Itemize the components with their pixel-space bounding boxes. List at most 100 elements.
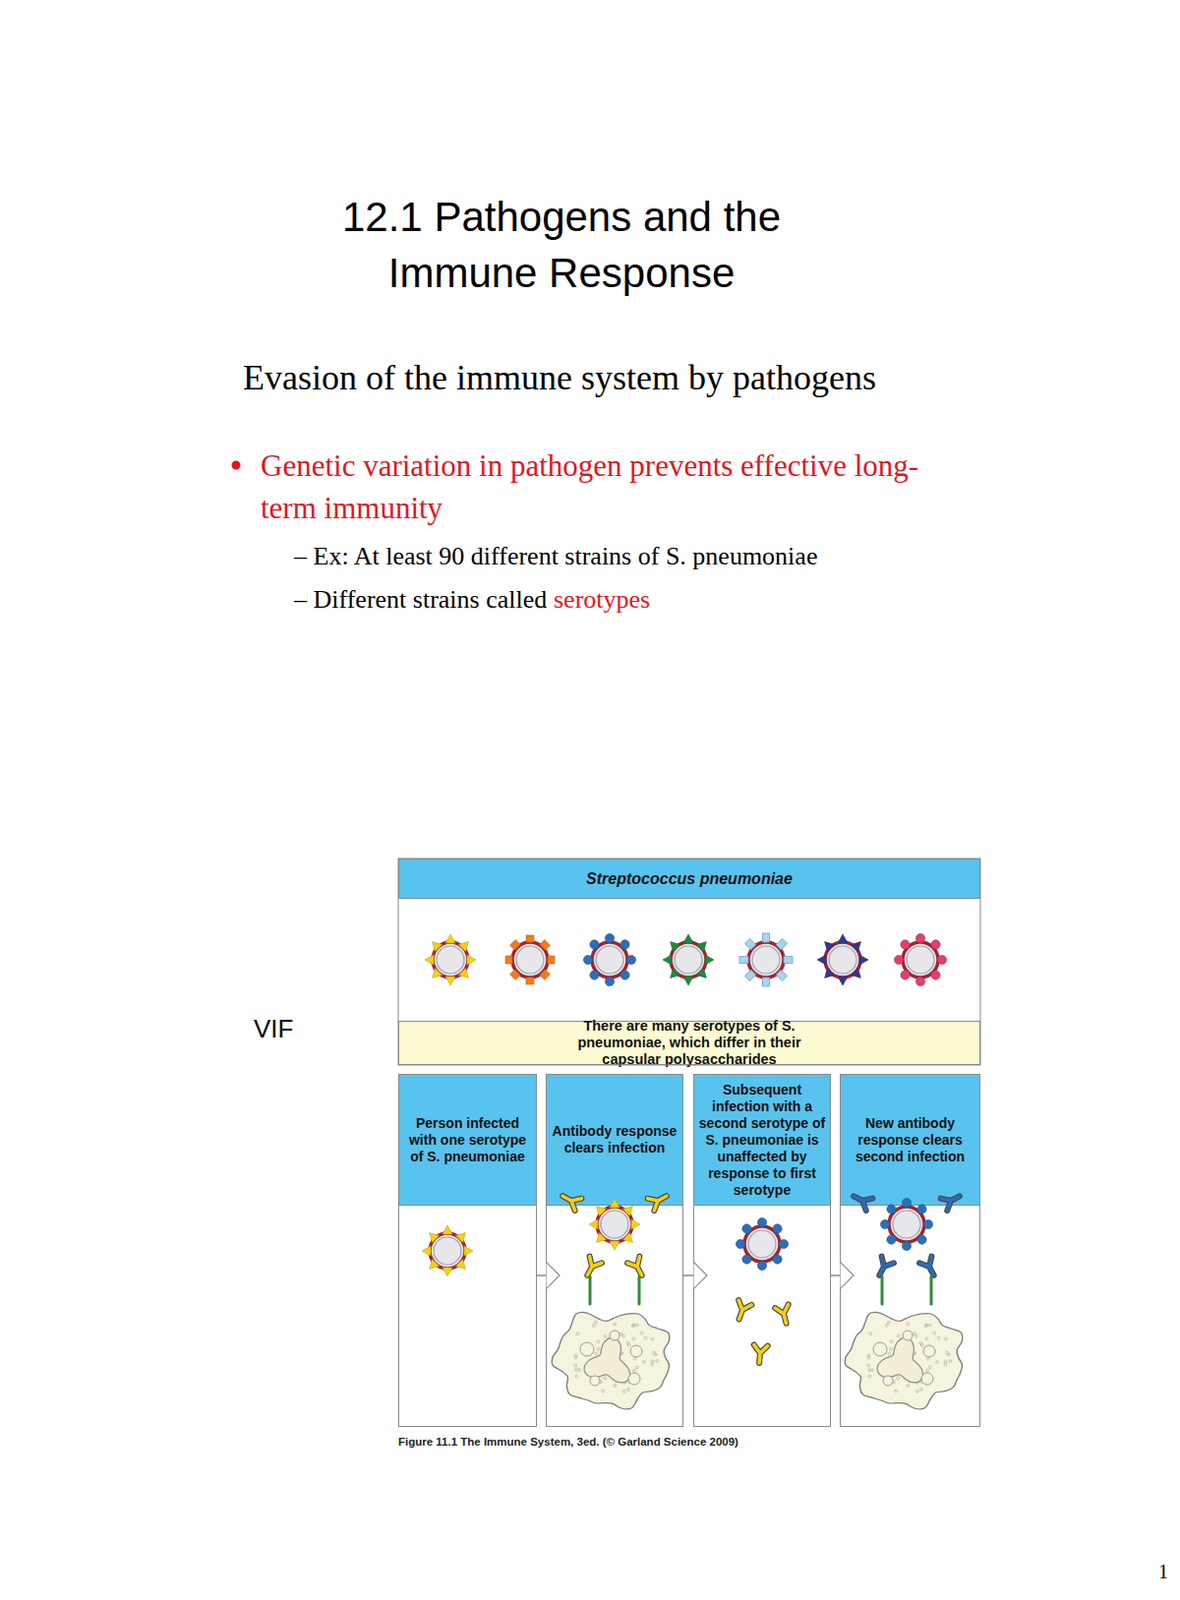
note-band: There are many serotypes of S. pneumonia… [398,1020,981,1065]
antigen-shape [837,934,848,944]
cell-membrane [674,945,703,974]
cell-body [748,942,784,978]
cell-body [512,942,548,978]
figure-frame [398,858,981,1065]
antigen-shape [739,956,749,964]
antigen-shape [696,967,709,981]
bacterium [505,935,555,985]
antigen-shape [744,938,756,949]
antigen-shape [509,939,521,950]
capsule-antigen [458,967,472,981]
antigen-shape [696,938,709,951]
cell-body [825,942,861,978]
antigen-shape [837,976,848,986]
capsule-antigen [445,934,456,944]
antigen-shape [588,968,601,982]
antigen-shape [859,954,869,965]
cell-membrane [595,945,624,974]
capsule-antigen [666,938,680,951]
capsule-antigen [626,954,636,964]
antigen-shape [683,934,694,944]
antigen-shape [467,954,476,965]
antigen-shape [915,933,925,943]
cell-body [432,942,469,978]
antigen-shape [526,977,534,985]
antigen-shape [929,968,943,982]
capsule-antigen [783,956,793,964]
stage-arrow [830,1274,840,1277]
stage-panel: Person infected with one serotype of S. … [398,1073,537,1427]
antigen-shape [509,969,521,981]
capsule-antigen [588,938,601,951]
antigen-shape [526,935,534,943]
antigen-shape [850,967,864,981]
capsule-antigen [929,938,943,951]
bacterium [893,933,946,986]
antigen-shape [817,954,826,965]
antigen-shape [821,938,834,951]
capsule-antigen [915,976,925,986]
capsule-antigen [509,969,521,981]
species-band: Streptococcus pneumoniae [398,858,981,899]
antigen-shape [850,938,864,951]
capsule-antigen [458,938,472,951]
bacterium [424,934,476,986]
bacterium [817,934,869,986]
capsule-antigen [859,954,869,965]
antigen-shape [666,938,680,951]
antigen-shape [683,976,694,986]
antigen-shape [428,967,442,981]
capsule-antigen [929,968,943,982]
capsule-antigen [763,977,770,987]
capsule-antigen [445,976,456,986]
capsule-antigen [618,938,632,951]
capsule-antigen [604,976,614,986]
capsule-antigen [509,939,521,950]
stage-panel: Antibody response clears infection [545,1073,684,1427]
capsule-antigen [915,933,925,943]
figure-caption: Figure 11.1 The Immune System, 3ed. (© G… [398,1434,739,1450]
capsule-antigen [696,967,709,981]
antigen-shape [929,938,943,951]
antigen-shape [505,955,513,964]
capsule-antigen [662,954,672,965]
capsule-antigen [683,934,694,944]
capsule-antigen [696,938,709,951]
capsule-antigen [821,938,834,951]
antigen-shape [898,968,912,982]
antigen-shape [583,954,592,964]
capsule-antigen [547,955,555,964]
antigen-shape [893,954,903,964]
band-note: There are many serotypes of S. pneumonia… [399,1017,980,1068]
stage-arrow [536,1274,546,1277]
antigen-shape [662,954,672,965]
panel-heading: New antibody response clears second infe… [840,1074,980,1206]
capsule-antigen [526,977,534,985]
antigen-shape [821,967,834,981]
antigen-shape [898,938,912,951]
antigen-shape [763,933,770,943]
capsule-antigen [898,938,912,951]
capsule-antigen [763,933,770,943]
slide-subtitle: Evasion of the immune system by pathogen… [242,355,877,400]
antigen-shape [458,967,472,981]
capsule-antigen [837,934,848,944]
antigen-shape [626,954,636,964]
antigen-shape [763,977,770,987]
capsule-antigen [744,969,756,981]
cell-membrane [828,945,857,974]
cell-membrane [436,945,465,974]
capsule-antigen [428,938,442,951]
panel-heading: Subsequent infection with a second serot… [694,1074,830,1206]
panel-heading: Antibody response clears infection [546,1074,683,1206]
slide-title: 12.1 Pathogens and the Immune Response [286,188,837,301]
capsule-antigen [683,976,694,986]
bullet-text: Genetic variation in pathogen prevents e… [260,444,969,530]
capsule-antigen [505,955,513,964]
cell-membrane [516,945,544,974]
capsule-antigen [705,954,714,965]
key-term: serotypes [553,583,650,617]
antigen-shape [539,939,551,950]
capsule-antigen [526,935,534,943]
